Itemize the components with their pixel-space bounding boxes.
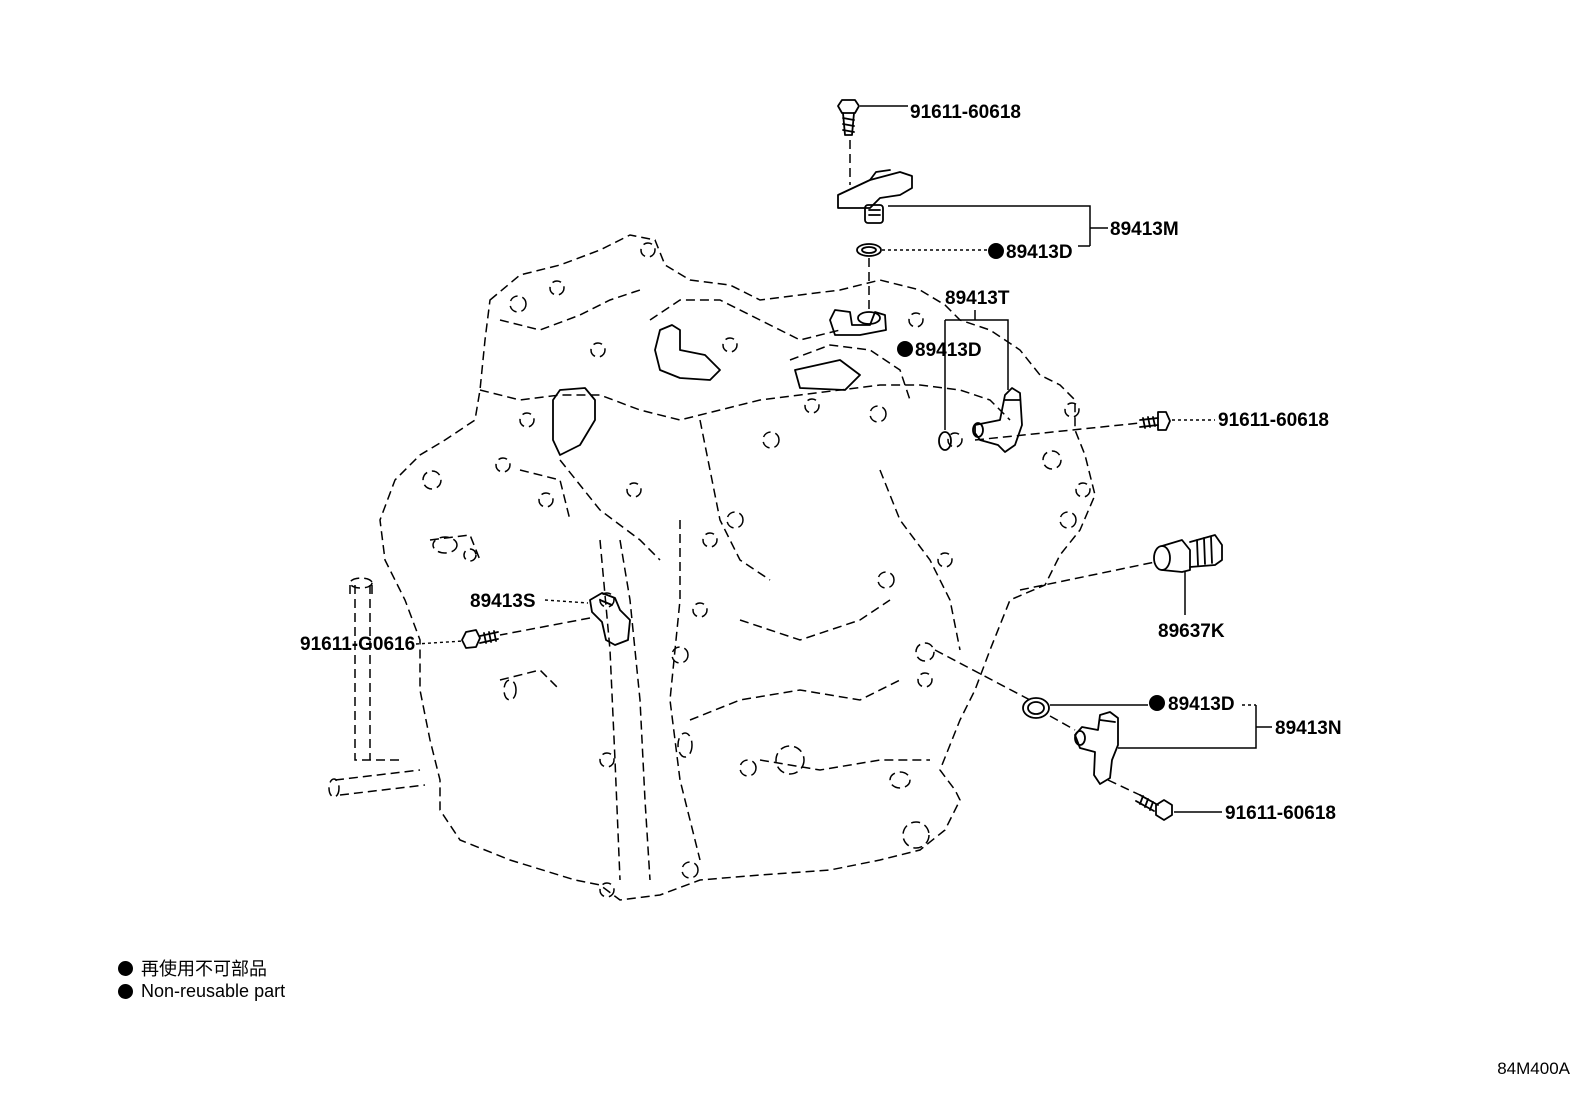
crank-position-sensor-icon (1074, 711, 1119, 785)
non-reusable-marker-icon (988, 243, 1004, 259)
cam-position-sensor-icon (837, 169, 913, 224)
leader-lines (415, 105, 1272, 813)
part-label-oring-mid: 89413D (915, 340, 982, 361)
bolt-icon (837, 99, 860, 136)
part-label-sensor-top: 89413M (1110, 219, 1179, 240)
part-label-bolt-right: 91611-60618 (1218, 410, 1329, 431)
transmission-assembly (328, 234, 1096, 901)
o-ring-icon (938, 431, 952, 451)
part-label-speed-sensor: 89637K (1158, 621, 1225, 642)
part-label-sensor-left: 89413S (470, 591, 536, 612)
non-reusable-marker-icon (1149, 695, 1165, 711)
part-label-sensor-bottom: 89413N (1275, 718, 1342, 739)
part-label-bolt-bottom: 91611-60618 (1225, 803, 1336, 824)
part-label-sensor-mid: 89413T (945, 288, 1010, 309)
part-label-oring-top: 89413D (1006, 242, 1073, 263)
part-label-bolt-top: 91611-60618 (910, 102, 1021, 123)
part-label-bolt-left: 91611-G0616 (300, 634, 415, 655)
sensor-89413t-assembly (938, 387, 1171, 453)
sensor-89413n-assembly (934, 649, 1173, 821)
part-label-oring-bottom: 89413D (1168, 694, 1235, 715)
sensor-89637k-assembly (1019, 534, 1223, 591)
vehicle-speed-sensor-icon (1153, 534, 1223, 573)
speed-sensor-icon (589, 592, 631, 646)
figure-code: 84M400A (1497, 1059, 1570, 1078)
non-reusable-marker-icon (897, 341, 913, 357)
legend-jp-text: 再使用不可部品 (141, 959, 267, 979)
filled-circle-icon (118, 984, 133, 999)
bolt-icon (1139, 411, 1171, 431)
legend-en-text: Non-reusable part (141, 981, 286, 1001)
crank-position-sensor-icon (972, 387, 1023, 453)
o-ring-icon (856, 243, 882, 257)
o-ring-icon (1022, 697, 1050, 719)
legend-en: Non-reusable part (118, 981, 285, 1002)
bolt-icon (1135, 794, 1173, 821)
bolt-icon (461, 629, 499, 649)
filled-circle-icon (118, 960, 133, 976)
legend-jp: 再使用不可部品 (118, 955, 267, 981)
sensor-89413m-assembly (837, 99, 913, 325)
sensor-89413s-assembly (461, 592, 631, 649)
